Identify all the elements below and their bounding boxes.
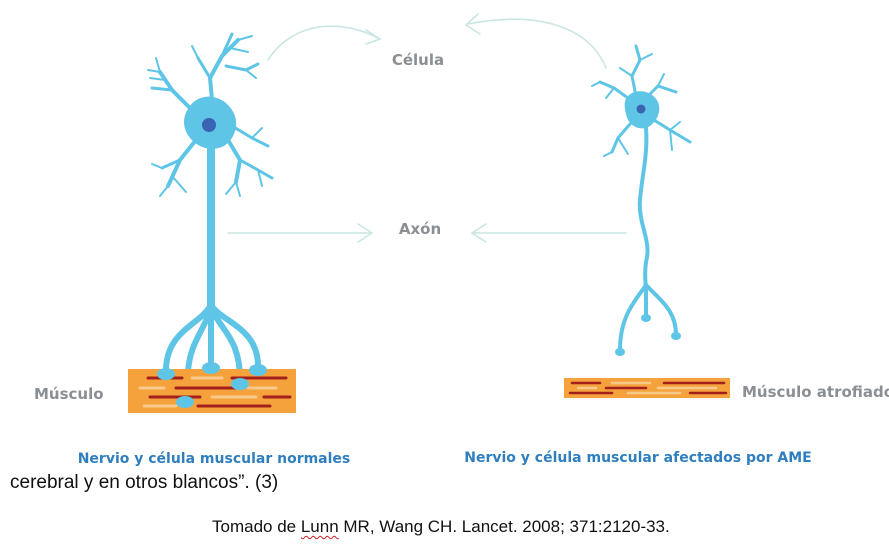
body-text-line: cerebral y en otros blancos”. (3) [10, 472, 279, 493]
sma-terminal-bulbs [615, 314, 681, 356]
arrow-cell-right [467, 18, 607, 69]
citation: Tomado de Lunn MR, Wang CH. Lancet. 2008… [212, 517, 670, 537]
citation-prefix: Tomado de [212, 517, 301, 536]
label-cell: Célula [392, 51, 444, 69]
caption-normal: Nervio y célula muscular normales [78, 451, 351, 467]
arrow-cell-left [267, 25, 379, 61]
normal-nucleus [202, 118, 216, 132]
normal-neuron [147, 32, 274, 403]
sma-neuron-diagram: Célula Axón Músculo Músculo atrofiado Ne… [34, 13, 889, 467]
citation-rest: MR, Wang CH. Lancet. 2008; 371:2120-33. [338, 517, 670, 536]
label-atrophied-muscle: Músculo atrofiado [742, 383, 889, 401]
caption-sma: Nervio y célula muscular afectados por A… [464, 450, 811, 466]
label-axon: Axón [399, 220, 441, 238]
label-muscle: Músculo [34, 385, 104, 403]
citation-author: Lunn [300, 517, 339, 536]
normal-muscle [128, 369, 296, 413]
atrophied-muscle [564, 378, 730, 398]
normal-terminal-bulbs [157, 362, 267, 408]
sma-nucleus [636, 104, 646, 114]
arrows [227, 13, 627, 243]
